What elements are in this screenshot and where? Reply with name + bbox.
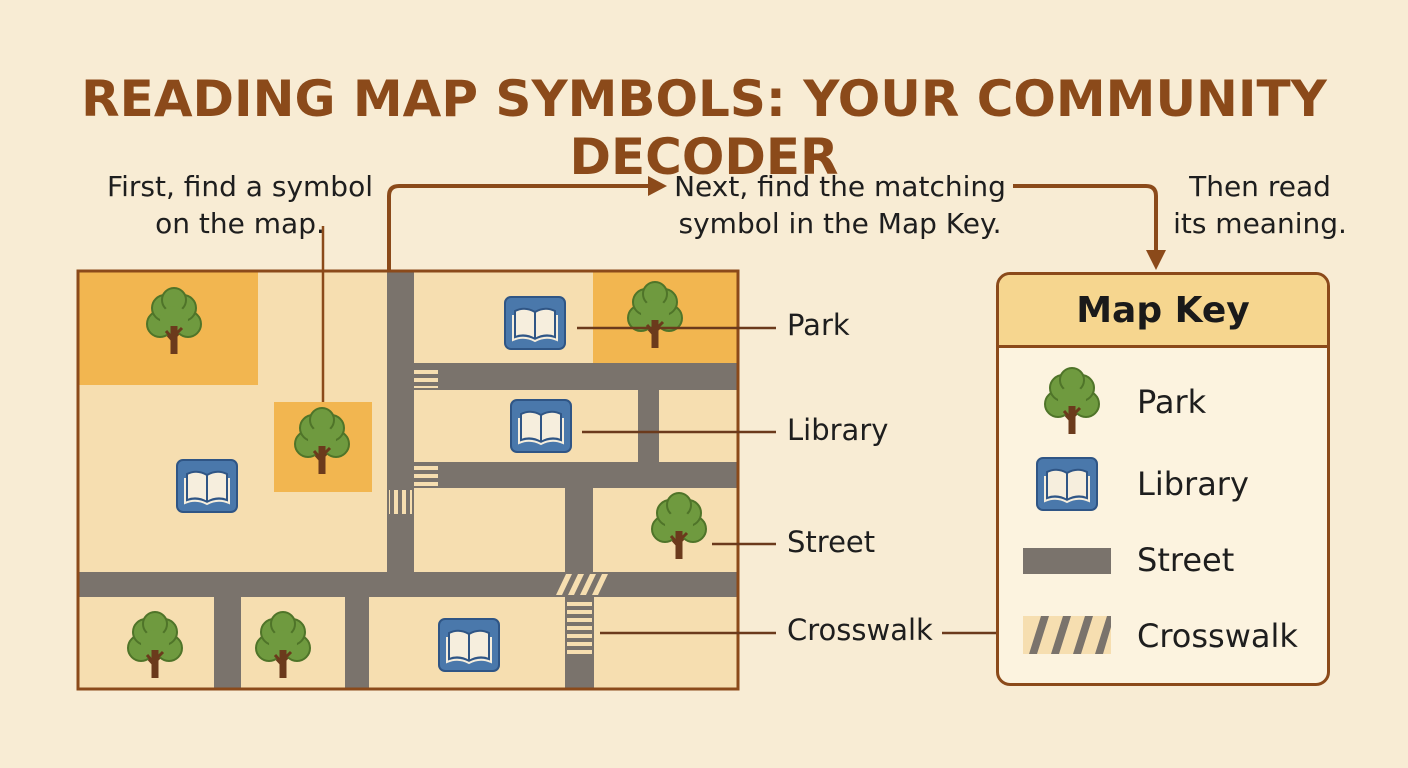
flow-arrow-2	[1013, 184, 1158, 252]
book-icon	[176, 459, 238, 513]
step-2-line-2: symbol in the Map Key.	[678, 207, 1002, 240]
step-3-instruction: Then read its meaning.	[1160, 168, 1360, 242]
step-2-line-1: Next, find the matching	[674, 170, 1006, 203]
map-key-label-park: Park	[1137, 383, 1207, 421]
map-key-title: Map Key	[999, 275, 1327, 348]
crosswalk	[389, 366, 613, 658]
step-1-line-1: First, find a symbol	[107, 170, 373, 203]
tree-icon	[1043, 366, 1101, 436]
flow-arrow-1	[387, 184, 650, 271]
map-key-label-library: Library	[1137, 465, 1249, 503]
callout-crosswalk: Crosswalk	[787, 613, 933, 647]
step-1-instruction: First, find a symbol on the map.	[100, 168, 380, 242]
book-icon	[504, 296, 566, 350]
book-icon	[510, 399, 572, 453]
callout-street: Street	[787, 525, 876, 559]
step-1-line-2: on the map.	[155, 207, 325, 240]
map-key-label-crosswalk: Crosswalk	[1137, 617, 1298, 655]
step-2-instruction: Next, find the matching symbol in the Ma…	[665, 168, 1015, 242]
callout-park: Park	[787, 308, 850, 342]
book-icon	[1036, 457, 1098, 511]
arrowhead-icon	[648, 176, 667, 196]
map-key-label-street: Street	[1137, 541, 1235, 579]
street-swatch-icon	[1023, 548, 1111, 574]
page-title: READING MAP SYMBOLS: YOUR COMMUNITY DECO…	[81, 70, 1327, 186]
step-3-line-2: its meaning.	[1173, 207, 1347, 240]
arrowhead-icon	[1146, 250, 1166, 270]
book-icon	[438, 618, 500, 672]
map-key: Map Key Park Library Street Crosswalk	[996, 272, 1330, 686]
crosswalk-swatch-icon	[1023, 616, 1111, 654]
map-border	[76, 269, 740, 691]
step-3-line-1: Then read	[1189, 170, 1331, 203]
community-map	[76, 269, 740, 691]
callout-library: Library	[787, 413, 889, 447]
